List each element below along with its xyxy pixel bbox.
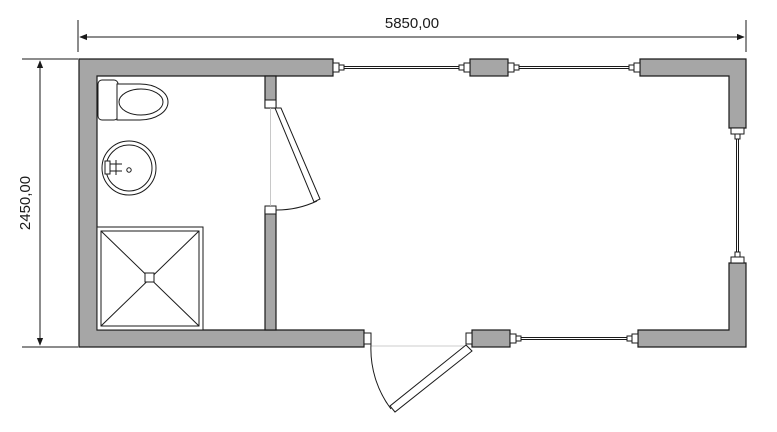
window-bottom xyxy=(509,333,639,344)
height-dimension-label: 2450,00 xyxy=(17,176,34,230)
wall-bottom-pier xyxy=(471,329,511,348)
width-dimension: 5850,00 xyxy=(77,15,747,52)
shower-tray-icon xyxy=(96,226,204,331)
window-top-right xyxy=(507,62,641,73)
entrance-door xyxy=(363,332,473,413)
window-top-left xyxy=(332,62,471,73)
height-dimension: 2450,00 xyxy=(17,58,78,348)
sink-icon xyxy=(101,140,157,196)
wall-top-pier xyxy=(469,58,509,77)
partition-lower xyxy=(264,209,277,331)
interior-partition xyxy=(264,75,277,331)
toilet-icon xyxy=(97,79,169,121)
window-right xyxy=(730,127,745,264)
wall-bottom-right xyxy=(637,262,747,348)
width-dimension-label: 5850,00 xyxy=(385,15,439,32)
wall-top-right xyxy=(639,58,747,129)
bathroom-door xyxy=(270,107,321,211)
